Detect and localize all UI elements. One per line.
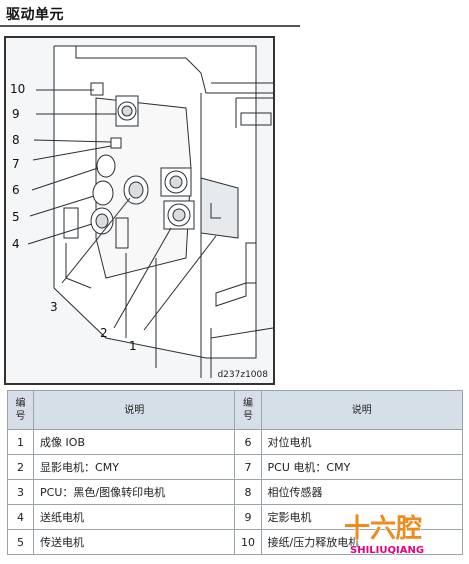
callout-3: 3 — [50, 300, 58, 314]
callout-5: 5 — [12, 210, 20, 224]
left-desc: 显影电机：CMY — [33, 454, 236, 480]
callout-10: 10 — [10, 82, 26, 96]
watermark-logo-text: 十六腔 — [344, 514, 422, 544]
header-desc-right: 说明 — [260, 390, 464, 430]
table-header-row: 编号 说明 编号 说明 — [6, 390, 464, 430]
callout-8: 8 — [12, 133, 20, 147]
table-row: 3 PCU：黑色/图像转印电机 8 相位传感器 — [6, 479, 464, 505]
left-desc: PCU：黑色/图像转印电机 — [33, 479, 236, 505]
callout-4: 4 — [12, 237, 20, 251]
table-row: 2 显影电机：CMY 7 PCU 电机：CMY — [6, 454, 464, 480]
callout-7: 7 — [12, 157, 20, 171]
drive-unit-figure: 10 9 8 7 6 5 4 3 2 1 d237z1008 — [4, 36, 275, 385]
left-no: 2 — [6, 454, 35, 480]
right-desc: 接纸/压力释放电机 — [260, 529, 464, 555]
right-no: 6 — [234, 429, 262, 455]
table-row: 5 传送电机 10 接纸/压力释放电机 — [6, 529, 464, 555]
watermark-logo-graphic: 十六腔 SHILIUQIANG — [343, 513, 424, 556]
right-no: 10 — [234, 529, 262, 555]
callout-6: 6 — [12, 183, 20, 197]
left-no: 5 — [6, 529, 35, 555]
left-desc: 送纸电机 — [33, 504, 236, 530]
right-no: 9 — [234, 504, 262, 530]
left-desc: 成像 IOB — [33, 429, 236, 455]
watermark-sub-text: SHILIUQIANG — [350, 545, 424, 556]
left-no: 3 — [6, 479, 35, 505]
header-desc-left: 说明 — [33, 390, 236, 430]
parts-table: 编号 说明 编号 说明 1 成像 IOB 6 对位电机 2 显影电机：CMY 7… — [6, 390, 464, 555]
watermark-logo: 十六腔 SHILIUQIANG — [336, 507, 464, 559]
drive-unit-drawing — [27, 45, 273, 378]
figure-id-label: d237z1008 — [217, 370, 268, 380]
left-no: 4 — [6, 504, 35, 530]
section-title: 驱动单元 — [6, 7, 64, 23]
header-no-right: 编号 — [234, 390, 262, 430]
header-no-left: 编号 — [6, 390, 35, 430]
table-row: 1 成像 IOB 6 对位电机 — [6, 429, 464, 455]
right-no: 8 — [234, 479, 262, 505]
callout-9: 9 — [12, 107, 20, 121]
heading-rule — [0, 25, 300, 27]
left-desc: 传送电机 — [33, 529, 236, 555]
callout-1: 1 — [129, 339, 137, 353]
right-desc: 相位传感器 — [260, 479, 464, 505]
callout-2: 2 — [100, 326, 108, 340]
right-desc: 对位电机 — [260, 429, 464, 455]
right-desc: PCU 电机：CMY — [260, 454, 464, 480]
right-no: 7 — [234, 454, 262, 480]
left-no: 1 — [6, 429, 35, 455]
